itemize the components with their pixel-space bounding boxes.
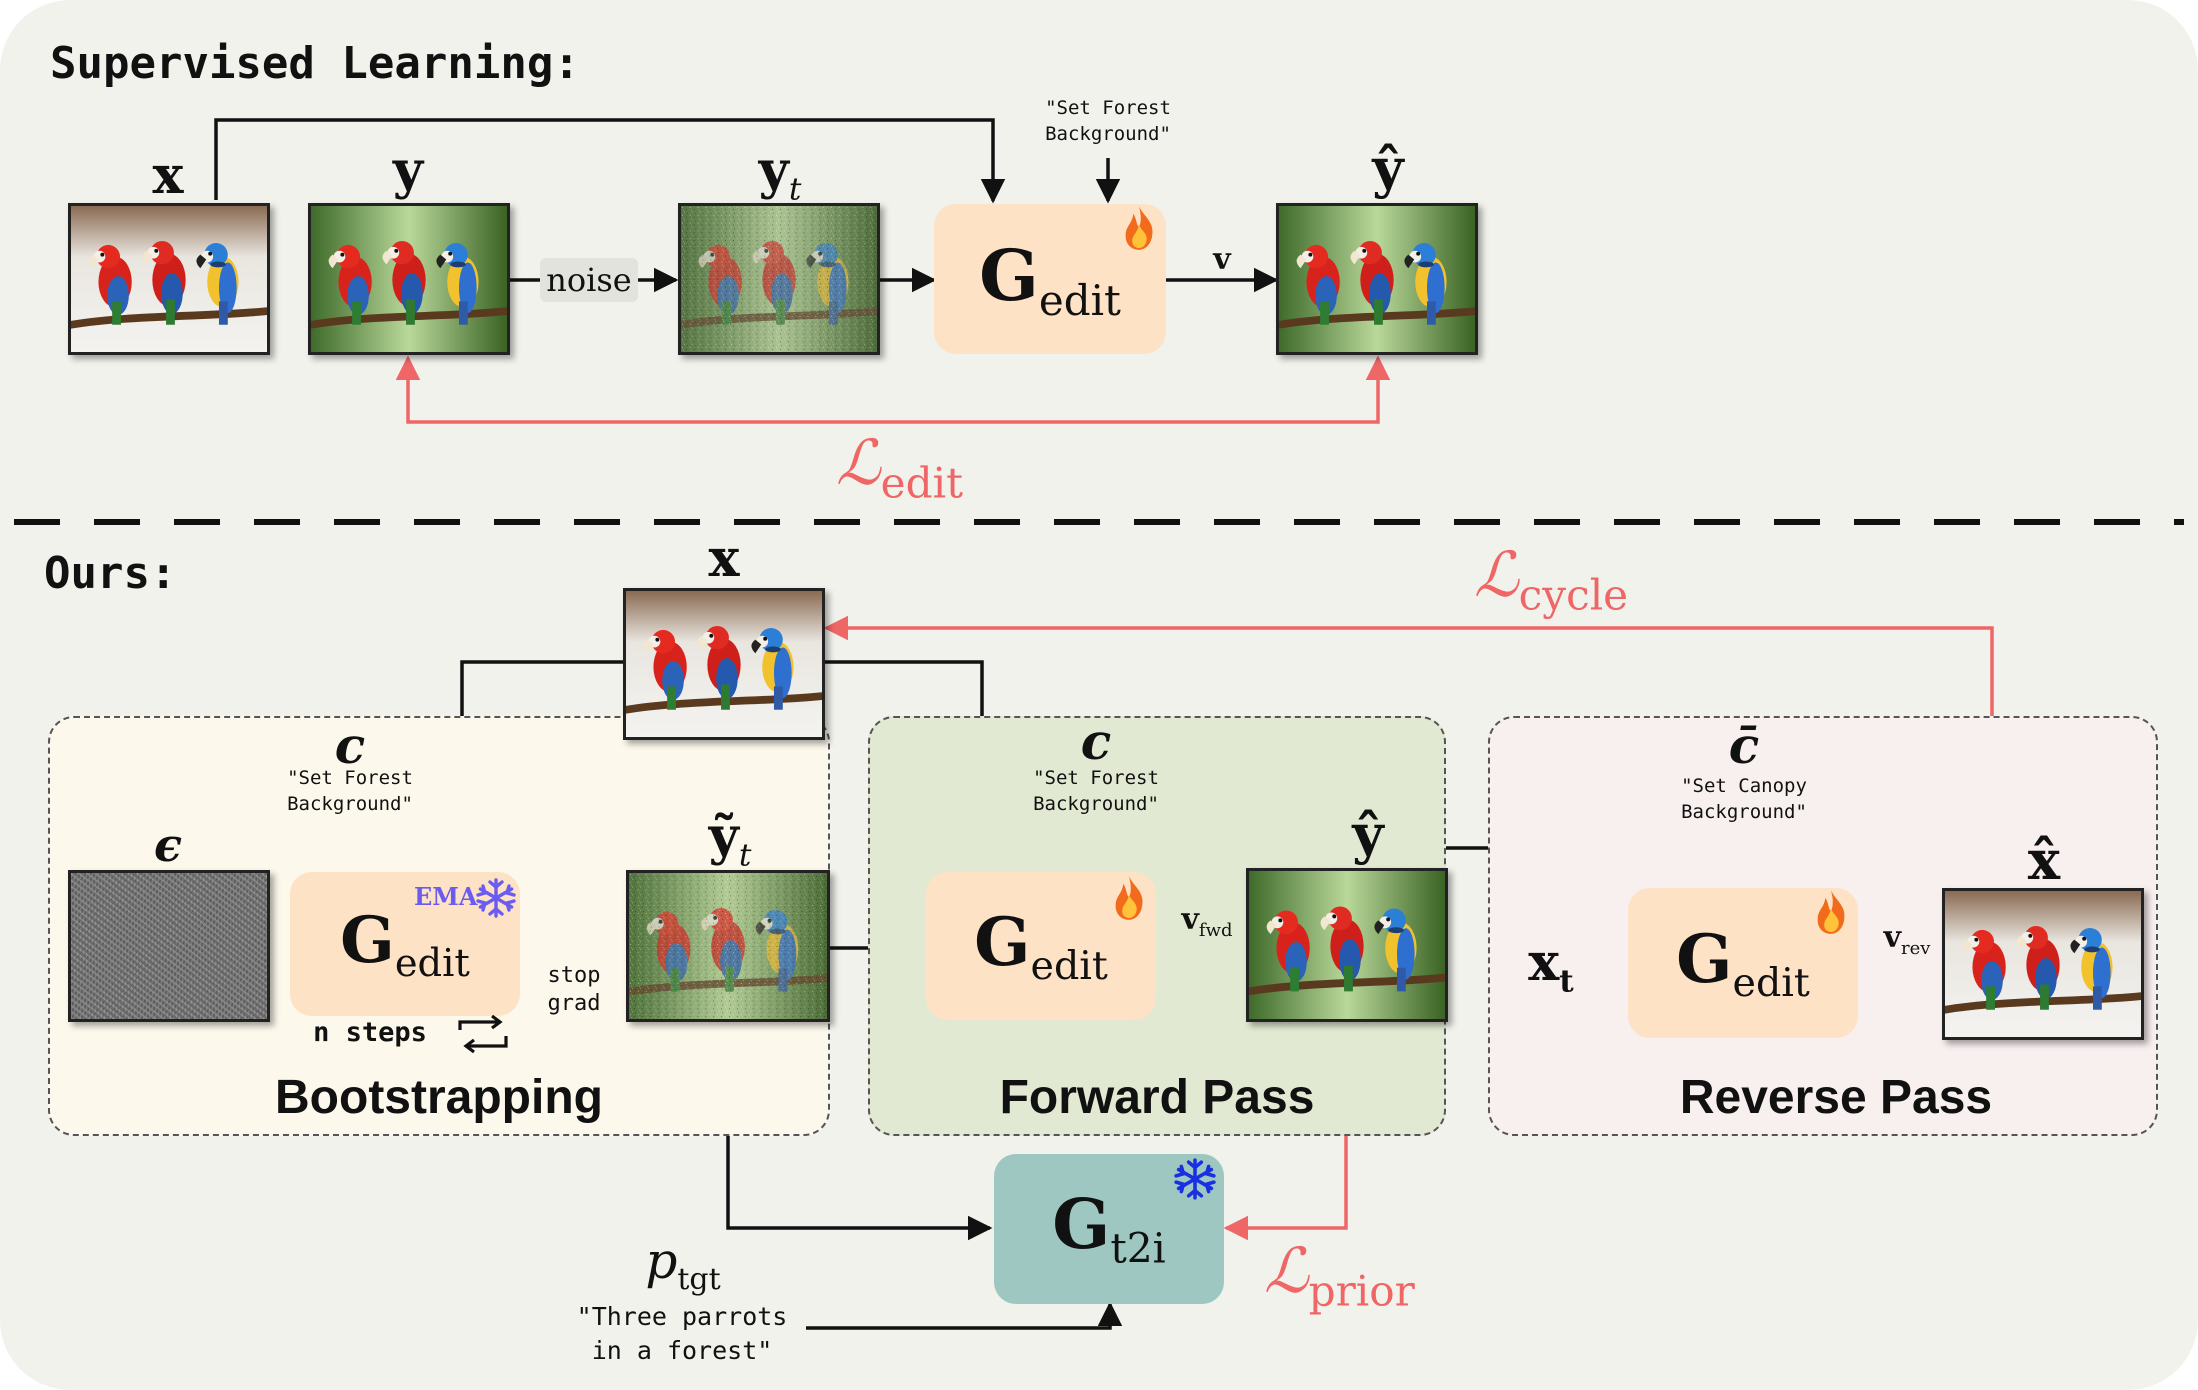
prompt-canopy: "Set Canopy Background" (1681, 775, 1807, 823)
title-reverse-pass: Reverse Pass (1679, 1071, 1993, 1124)
label-v-fwd: vfwd (1181, 902, 1233, 941)
model-g-edit-forward: Gedit (926, 872, 1156, 1020)
label-x-t: xt (1528, 932, 1574, 1000)
image-x-hat (1942, 888, 2144, 1040)
loop-arrows-icon (458, 1014, 508, 1054)
label-x: x (152, 145, 184, 206)
label-epsilon: ϵ (153, 818, 182, 872)
label-c-forward: c (1080, 712, 1112, 771)
image-y-hat-ours (1246, 868, 1448, 1022)
arrow-ptgt-to-gt2i (806, 1301, 1123, 1330)
snowflake-icon (476, 878, 516, 918)
prompt-parrots: "Three parrots in a forest" (576, 1302, 788, 1365)
title-bootstrapping: Bootstrapping (275, 1071, 603, 1124)
label-v-rev: vrev (1883, 920, 1931, 959)
label-p-tgt: ptgt (645, 1232, 721, 1297)
model-g-edit-bootstrap: Gedit (290, 872, 520, 1016)
n-steps-label: n steps (313, 1017, 427, 1048)
title-forward-pass: Forward Pass (999, 1071, 1315, 1124)
loss-prior-label: ℒprior (1264, 1234, 1415, 1316)
ema-label: EMA (414, 882, 478, 911)
label-y-tilde-t: ỹt (708, 806, 752, 874)
label-c-bar: c̄ (1728, 716, 1760, 775)
image-y-target (308, 203, 510, 355)
image-x-source (68, 203, 270, 355)
fire-icon (1110, 874, 1148, 922)
label-c-bootstrap: c (334, 716, 366, 775)
loss-edit-label: ℒedit (836, 426, 964, 508)
supervised-heading: Supervised Learning: (50, 38, 580, 89)
arrow-x-to-gedit (214, 118, 1006, 204)
image-y-hat-output (1276, 203, 1478, 355)
prompt-forest-supervised: "Set Forest Background" (1045, 97, 1171, 145)
fire-icon (1812, 888, 1850, 936)
label-y-hat-ours: ŷ (1352, 802, 1384, 866)
label-v: v (1213, 242, 1231, 277)
arrow-loss-edit (395, 355, 1391, 424)
fire-icon (1120, 204, 1158, 252)
prompt-forest-forward: "Set Forest Background" (1033, 767, 1159, 815)
label-y-t: yt (758, 140, 802, 208)
label-x-ours: x (708, 528, 740, 589)
image-x-ours (623, 588, 825, 740)
loss-cycle-label: ℒcycle (1474, 538, 1629, 620)
ours-heading: Ours: (44, 548, 177, 599)
image-noise-epsilon (68, 870, 270, 1022)
snowflake-icon (1174, 1158, 1216, 1200)
model-g-t2i: Gt2i (994, 1154, 1224, 1304)
label-x-hat: x̂ (2027, 828, 2061, 892)
image-y-tilde-t (626, 870, 830, 1022)
noise-label: noise (540, 258, 638, 302)
image-y-noisy (678, 203, 880, 355)
stop-grad-label: stop grad (547, 963, 601, 1016)
label-y-hat: ŷ (1372, 136, 1404, 200)
label-y: y (392, 140, 424, 201)
model-g-edit-reverse: Gedit (1628, 888, 1858, 1038)
prompt-forest-bootstrap: "Set Forest Background" (287, 767, 413, 815)
